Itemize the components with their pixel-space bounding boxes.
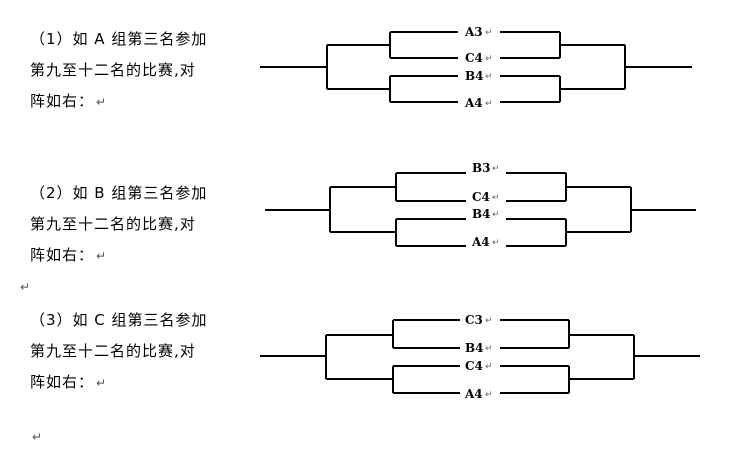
paragraph-mark: ↵ [492,164,500,174]
paragraph-mark-empty-1: ↵ [20,280,31,294]
paragraph-mark: ↵ [485,99,493,109]
paragraph-mark: ↵ [485,362,493,372]
scenario-2-line-1: （2）如 B 组第三名参加 [30,184,208,202]
bracket-2: B3 C4 B4 A4 ↵ ↵ ↵ ↵ [265,161,696,249]
bracket-3: C3 B4 C4 A4 ↵ ↵ ↵ ↵ [260,313,700,401]
paragraph-mark: ↵ [485,390,493,400]
paragraph-mark: ↵ [492,238,500,248]
scenario-1-line-2: 第九至十二名的比赛,对 [30,61,196,79]
scenario-1-line-1: （1）如 A 组第三名参加 [30,30,208,48]
paragraph-mark: ↵ [492,210,500,220]
paragraph-mark: ↵ [485,344,493,354]
paragraph-mark: ↵ [492,193,500,203]
scenario-3-line-3: 阵如右： [30,373,95,391]
scenario-2-line-2: 第九至十二名的比赛,对 [30,215,196,233]
paragraph-mark-empty-2: ↵ [32,430,43,444]
paragraph-mark: ↵ [485,316,493,326]
bracket-2-team-1: B3 [472,161,491,175]
scenario-3-text: （3）如 C 组第三名参加 第九至十二名的比赛,对 阵如右：↵ [30,305,208,399]
scenario-2-text: （2）如 B 组第三名参加 第九至十二名的比赛,对 阵如右：↵ [30,178,207,272]
bracket-1-team-1: A3 [464,25,483,39]
bracket-1: A3 C4 B4 A4 ↵ ↵ ↵ ↵ [260,25,692,110]
bracket-2-team-3: B4 [472,207,491,221]
paragraph-mark: ↵ [485,72,493,82]
scenario-2-line-3: 阵如右： [30,246,95,264]
bracket-3-team-4: A4 [464,387,483,401]
bracket-3-team-3: C4 [465,359,483,373]
bracket-3-team-1: C3 [465,313,483,327]
bracket-3-team-2: B4 [465,341,484,355]
bracket-1-team-4: A4 [464,96,483,110]
bracket-1-team-3: B4 [465,69,484,83]
scenario-3-line-1: （3）如 C 组第三名参加 [30,311,208,329]
paragraph-mark: ↵ [96,249,108,263]
paragraph-mark: ↵ [96,376,108,390]
bracket-2-team-4: A4 [471,235,490,249]
paragraph-mark: ↵ [96,95,108,109]
bracket-2-team-2: C4 [472,190,490,204]
scenario-1-line-3: 阵如右： [30,92,95,110]
scenario-3-line-2: 第九至十二名的比赛,对 [30,342,196,360]
bracket-1-team-2: C4 [465,51,483,65]
paragraph-mark: ↵ [485,54,493,64]
paragraph-mark: ↵ [485,28,493,38]
scenario-1-text: （1）如 A 组第三名参加 第九至十二名的比赛,对 阵如右：↵ [30,24,207,118]
